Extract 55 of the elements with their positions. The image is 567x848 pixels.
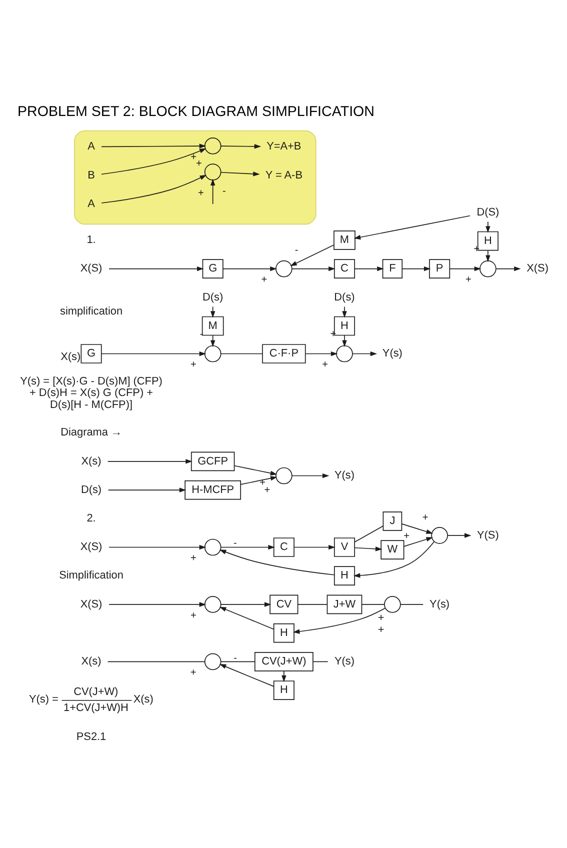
edge-label: +	[322, 360, 328, 371]
label: CV(J+W)	[74, 686, 118, 698]
node-text: D(S)	[476, 206, 500, 218]
node-text: A	[88, 140, 95, 153]
edge-label: +	[422, 512, 428, 524]
label: simplification	[60, 306, 123, 318]
node-text: Y(s)	[334, 656, 355, 668]
node-text: Y(s)	[382, 348, 402, 360]
node-text: Y(s)	[334, 470, 355, 482]
edge-label: +	[190, 668, 196, 679]
edge-label: +	[190, 360, 196, 371]
label: Diagrama →	[60, 426, 122, 439]
edge-label: +	[190, 610, 196, 622]
edge-label: +	[198, 188, 204, 199]
node-label: +	[378, 612, 384, 624]
label: 1.	[86, 234, 96, 246]
edge-label: +	[196, 158, 202, 170]
label: Y(s) = [X(s)·G - D(s)M] (CFP) + D(s)H = X(s) G (CFP) + D(s)[H - M(CFP)]	[20, 375, 162, 411]
node-text: D(s)	[80, 484, 102, 496]
node-text: D(s)	[334, 291, 355, 304]
edge-label: +	[474, 244, 480, 256]
diagram-title: PROBLEM SET 2: BLOCK DIAGRAM SIMPLIFICATION	[18, 104, 374, 120]
node-text: Y(S)	[477, 529, 499, 542]
node-text: Y=A+B	[266, 140, 302, 153]
label: Y(s) =	[29, 693, 58, 706]
edge-label: +	[190, 152, 197, 163]
node-text: Y(s)	[430, 598, 450, 610]
node-text: Y = A-B	[265, 169, 302, 182]
label: PS2.1	[76, 731, 106, 744]
edge-label: +	[261, 274, 268, 286]
label: 2.	[86, 512, 96, 525]
node-label: X(s)	[60, 350, 81, 363]
node-text: X(S)	[526, 262, 548, 275]
edge-label: -	[234, 652, 238, 664]
label: 1+CV(J+W)H	[64, 702, 128, 714]
node-text: X(s)	[81, 455, 102, 468]
edge-label: +	[404, 531, 410, 542]
node-text: B	[88, 169, 95, 182]
node-text: X(s)	[81, 656, 102, 668]
node-text: X(S)	[80, 262, 102, 275]
edge-label: -	[222, 186, 226, 197]
label: X(s)	[133, 693, 154, 706]
edge-label: -	[234, 538, 237, 550]
edge-label: +	[330, 329, 336, 340]
node-text: X(S)	[80, 541, 102, 554]
node-label: +	[378, 624, 384, 636]
node-text: A	[88, 198, 95, 210]
edge-label: +	[190, 553, 196, 564]
edge-label: +	[260, 478, 266, 489]
node-text: D(s)	[202, 291, 224, 304]
edge-label: +	[466, 274, 472, 286]
edge-label: -	[294, 245, 298, 256]
label: Simplification	[59, 570, 124, 582]
node-text: X(S)	[80, 598, 102, 610]
edge-label: +	[264, 485, 270, 496]
